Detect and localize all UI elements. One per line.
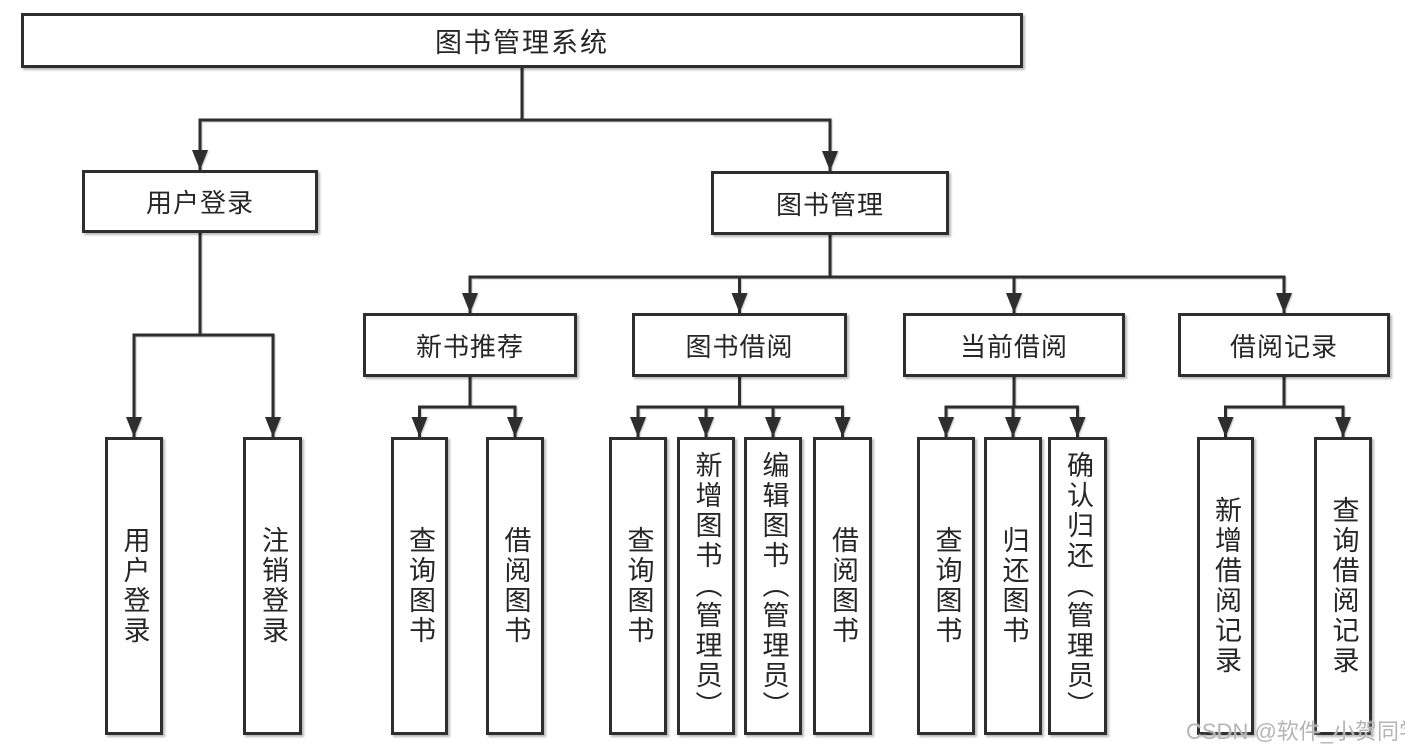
leaf-confirm-return-admin: 确认归还（管理员）: [1048, 437, 1107, 735]
leaf-edit-book-admin: 编辑图书（管理员）: [744, 437, 802, 735]
leaf-query-books-1: 查询图书: [391, 437, 448, 735]
leaf-user-login: 用户登录: [105, 437, 163, 735]
node-new-book-rec: 新书推荐: [363, 313, 577, 377]
leaf-query-books-3: 查询图书: [917, 437, 975, 735]
node-book-borrow: 图书借阅: [632, 313, 847, 377]
leaf-borrow-books-2: 借阅图书: [813, 437, 872, 735]
node-root: 图书管理系统: [21, 13, 1023, 68]
leaf-return-book: 归还图书: [984, 437, 1042, 735]
watermark: CSDN @软件_小贺同学: [1186, 719, 1405, 744]
node-current-borrow: 当前借阅: [903, 313, 1125, 377]
leaf-logout: 注销登录: [243, 437, 302, 735]
node-borrow-records: 借阅记录: [1178, 313, 1390, 377]
leaf-query-borrow-record: 查询借阅记录: [1314, 437, 1372, 735]
node-user-login: 用户登录: [82, 170, 318, 233]
node-book-mgmt: 图书管理: [711, 171, 949, 235]
leaf-query-books-2: 查询图书: [609, 437, 667, 735]
leaf-add-book-admin: 新增图书（管理员）: [677, 437, 735, 735]
leaf-borrow-books-1: 借阅图书: [486, 437, 544, 735]
leaf-add-borrow-record: 新增借阅记录: [1197, 437, 1254, 735]
